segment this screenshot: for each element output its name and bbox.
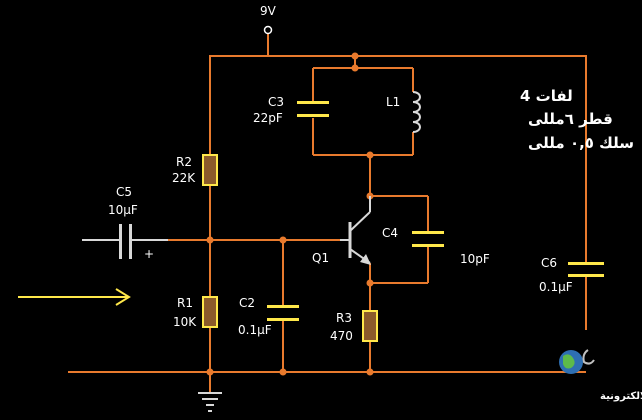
- q1-transistor: Q1: [312, 196, 371, 265]
- supply-terminal: 9V: [260, 4, 277, 35]
- c5-polarity: +: [144, 247, 154, 261]
- c5-plate-right: [129, 224, 132, 259]
- c6-name: C6: [541, 256, 557, 270]
- node-base-bias: [206, 236, 214, 244]
- c6-plate-top: [568, 262, 604, 265]
- c5-capacitor: + C5 10µF: [82, 185, 168, 261]
- c4-plate-bottom: [412, 244, 444, 247]
- coil-note: لفات 4 قطر ٦مللى سلك ٠,٥ مللى: [520, 87, 634, 152]
- c2-plate-bottom: [267, 318, 299, 321]
- r3-value: 470: [330, 329, 353, 343]
- c5-value: 10µF: [108, 203, 138, 217]
- supply-rail-wire: [209, 55, 587, 262]
- node-tank-top: [351, 64, 359, 72]
- c5-name: C5: [116, 185, 132, 199]
- coil-note-diameter: قطر ٦مللى: [528, 110, 613, 128]
- r1-name: R1: [177, 296, 193, 310]
- wires: [68, 34, 587, 392]
- c2-capacitor: C2 0.1µF: [238, 296, 299, 337]
- coil-note-turns: لفات 4: [520, 87, 573, 105]
- c3-plate-top: [297, 101, 329, 104]
- supply-terminal-icon: [263, 25, 273, 35]
- c3-capacitor: C3 22pF: [253, 95, 329, 125]
- node-ground-c2: [279, 368, 287, 376]
- c2-name: C2: [239, 296, 255, 310]
- input-signal-arrow: [18, 288, 131, 306]
- r2-name: R2: [176, 155, 192, 169]
- q1-collector-lead: [349, 211, 371, 232]
- ground-symbol-icon: [198, 392, 222, 412]
- node-ground-r3: [366, 368, 374, 376]
- supply-label: 9V: [260, 4, 277, 18]
- c6-capacitor: C6 0.1µF: [539, 256, 604, 294]
- input-arrow-head-icon: [115, 288, 131, 306]
- l1-name: L1: [386, 95, 400, 109]
- r3-resistor: R3 470: [330, 310, 378, 343]
- r2-body: [202, 154, 218, 186]
- r2-resistor: R2 22K: [172, 154, 218, 186]
- r3-name: R3: [336, 311, 352, 325]
- r1-resistor: R1 10K: [173, 296, 218, 329]
- l1-coil-icon: [412, 91, 421, 133]
- junction-nodes: [206, 52, 374, 376]
- node-supply-tank: [351, 52, 359, 60]
- c5-plate-left: [119, 224, 122, 259]
- l1-inductor: L1: [386, 91, 421, 133]
- watermark-text: العربية الالكترونية: [600, 391, 642, 402]
- c4-value: 10pF: [460, 252, 490, 266]
- c4-name: C4: [382, 226, 398, 240]
- node-ground-r1: [206, 368, 214, 376]
- r2-value: 22K: [172, 171, 196, 185]
- c4-capacitor: C4 10pF: [382, 226, 490, 266]
- c6-plate-bottom: [568, 274, 604, 277]
- q1-name: Q1: [312, 251, 329, 265]
- watermark-logo: العربية الالكترونية: [559, 349, 642, 402]
- c2-value: 0.1µF: [238, 323, 272, 337]
- r3-body: [362, 310, 378, 342]
- coil-note-wire: سلك ٠,٥ مللى: [528, 134, 634, 152]
- node-emitter: [366, 279, 374, 287]
- node-tank-bottom: [366, 151, 374, 159]
- logo-swoosh-icon: [582, 349, 595, 365]
- c3-name: C3: [268, 95, 284, 109]
- r1-value: 10K: [173, 315, 197, 329]
- c3-plate-bottom: [297, 114, 329, 117]
- q1-emitter-arrow-icon: [360, 254, 371, 265]
- c6-value: 0.1µF: [539, 280, 573, 294]
- c3-value: 22pF: [253, 111, 283, 125]
- node-base-c2: [279, 236, 287, 244]
- r1-body: [202, 296, 218, 328]
- c4-plate-top: [412, 231, 444, 234]
- c2-plate-top: [267, 305, 299, 308]
